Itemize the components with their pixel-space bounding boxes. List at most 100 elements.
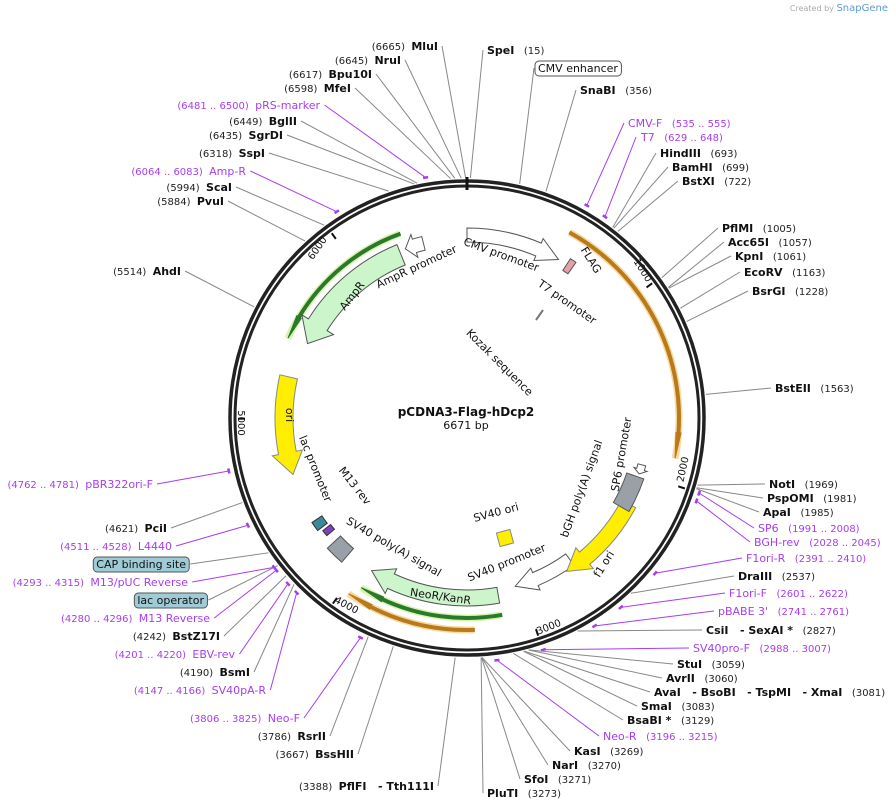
site-name: SV40pro-F [693, 642, 750, 655]
neokan-arrow[interactable] [370, 568, 501, 607]
enzyme-site-sfoi[interactable]: SfoI (3271) [524, 773, 591, 786]
enzyme-site-bsabi[interactable]: BsaBI * (3129) [627, 714, 714, 727]
primer-sv40pa-r[interactable]: (4147 .. 4166) SV40pA-R [134, 684, 267, 697]
enzyme-site-smai[interactable]: SmaI (3083) [641, 700, 715, 713]
enzyme-site-mfei[interactable]: (6598) MfeI [284, 82, 351, 95]
f1-ori-arrow[interactable] [565, 499, 637, 573]
enzyme-site-pflfi-tth111i[interactable]: (3388) PflFI - Tth111I [299, 780, 434, 793]
ori-arrow[interactable] [271, 374, 304, 476]
site-label: PflMI (1005) [722, 222, 796, 235]
enzyme-site-nrui[interactable]: (6645) NruI [335, 54, 401, 67]
enzyme-site-scai[interactable]: (5994) ScaI [166, 181, 232, 194]
primer-pbabe-3[interactable]: pBABE 3' (2741 .. 2761) [718, 605, 849, 618]
enzyme-site-bamhi[interactable]: BamHI (699) [672, 161, 749, 174]
primer-cmv-f[interactable]: CMV-F (535 .. 555) [628, 117, 731, 130]
primer-t7[interactable]: T7 (629 .. 648) [640, 131, 723, 144]
primer-mark [293, 590, 300, 596]
ampr-highlight [284, 230, 402, 340]
primer-f1ori-r[interactable]: F1ori-R (2391 .. 2410) [746, 552, 866, 565]
site-name: RsrII [297, 730, 326, 743]
ampr-green-line[interactable] [287, 231, 402, 339]
primer-prs-marker[interactable]: (6481 .. 6500) pRS-marker [177, 99, 320, 112]
primer-sp6[interactable]: SP6 (1991 .. 2008) [758, 522, 860, 535]
lac-promoter-box[interactable] [311, 515, 328, 532]
site-label: (6617) Bpu10I [289, 68, 372, 81]
enzyme-site-sgrdi[interactable]: (6435) SgrDI [209, 129, 283, 142]
enzyme-site-apai[interactable]: ApaI (1985) [763, 506, 834, 519]
bgh-polya-box[interactable] [612, 472, 645, 513]
enzyme-site-nari[interactable]: NarI (3270) [552, 759, 621, 772]
enzyme-site-noti[interactable]: NotI (1969) [769, 478, 838, 491]
primer-sv40pro-f[interactable]: SV40pro-F (2988 .. 3007) [693, 642, 831, 655]
site-position: (3060) [695, 674, 738, 685]
site-position: (4293 .. 4315) [13, 578, 91, 589]
sv40-ori-box[interactable] [495, 528, 515, 548]
enzyme-site-kpni[interactable]: KpnI (1061) [735, 250, 806, 263]
enzyme-site-bsshii[interactable]: (3667) BssHII [276, 748, 354, 761]
enzyme-site-sspi[interactable]: (6318) SspI [199, 147, 265, 160]
enzyme-site-pspomi[interactable]: PspOMI (1981) [767, 492, 857, 505]
leader-line [586, 122, 625, 206]
feature-label: bGH poly(A) signal [558, 438, 605, 539]
primer-pbr322ori-f[interactable]: (4762 .. 4781) pBR322ori-F [7, 478, 153, 491]
enzyme-site-avai-bsobi-tspmi-xmai[interactable]: AvaI - BsoBI - TspMI - XmaI (3081) [654, 686, 885, 699]
enzyme-site-bsrgi[interactable]: BsrGI (1228) [752, 285, 828, 298]
enzyme-site-acc65i[interactable]: Acc65I (1057) [728, 236, 812, 249]
site-position: (2028 .. 2045) [800, 538, 881, 549]
site-position: (1005) [753, 224, 796, 235]
neokan-green-line[interactable] [360, 587, 503, 620]
feature-cap-binding-site[interactable]: CAP binding site [92, 556, 190, 573]
enzyme-site-snabi[interactable]: SnaBI (356) [580, 84, 652, 97]
m13-rev-box[interactable] [322, 523, 336, 537]
primer-neo-r[interactable]: Neo-R (3196 .. 3215) [603, 730, 718, 743]
enzyme-site-mlui[interactable]: (6665) MluI [372, 40, 438, 53]
primer-neo-f[interactable]: (3806 .. 3825) Neo-F [190, 712, 300, 725]
enzyme-site-rsrii[interactable]: (3786) RsrII [258, 730, 326, 743]
enzyme-site-pluti[interactable]: PluTI (3273) [487, 787, 561, 800]
enzyme-site-ahdi[interactable]: (5514) AhdI [113, 265, 181, 278]
primer-f1ori-f[interactable]: F1ori-F (2601 .. 2622) [729, 587, 848, 600]
cmv-promoter-arrow[interactable] [466, 227, 560, 262]
ampr-promoter-arrow[interactable] [404, 232, 426, 259]
site-position: (3806 .. 3825) [190, 714, 268, 725]
ampr-arrow[interactable] [301, 243, 406, 345]
enzyme-site-avrii[interactable]: AvrII (3060) [666, 672, 738, 685]
enzyme-site-bpu10i[interactable]: (6617) Bpu10I [289, 68, 372, 81]
enzyme-site-bsmi[interactable]: (4190) BsmI [180, 666, 250, 679]
enzyme-site-pcii[interactable]: (4621) PciI [105, 522, 167, 535]
sp6-promoter-arrow[interactable] [632, 463, 649, 475]
primer-mark [583, 203, 590, 208]
enzyme-site-ecorv[interactable]: EcoRV (1163) [744, 266, 825, 279]
neo-orange-arrow[interactable] [348, 593, 475, 632]
enzyme-site-stui[interactable]: StuI (3059) [677, 658, 745, 671]
site-label: pBABE 3' (2741 .. 2761) [718, 605, 849, 618]
enzyme-site-bglii[interactable]: (6449) BglII [229, 115, 297, 128]
orf-arrow-top[interactable] [568, 230, 682, 459]
enzyme-site-draiii[interactable]: DraIII (2537) [738, 570, 815, 583]
enzyme-site-csii-sexai[interactable]: CsiI - SexAI * (2827) [706, 624, 836, 637]
site-position: (5884) [157, 197, 197, 208]
primer-m13-reverse[interactable]: (4280 .. 4296) M13 Reverse [61, 612, 210, 625]
primer-ebv-rev[interactable]: (4201 .. 4220) EBV-rev [115, 648, 236, 661]
primer-amp-r[interactable]: (6064 .. 6083) Amp-R [131, 165, 246, 178]
feature-lac-operator[interactable]: lac operator [133, 592, 208, 609]
primer-m13-puc-reverse[interactable]: (4293 .. 4315) M13/pUC Reverse [13, 576, 189, 589]
enzyme-site-bstz17i[interactable]: (4242) BstZ17I [133, 630, 220, 643]
enzyme-site-bsteii[interactable]: BstEII (1563) [775, 382, 854, 395]
enzyme-site-hindiii[interactable]: HindIII (693) [660, 147, 737, 160]
flag-box[interactable] [562, 257, 577, 275]
leader-line [519, 67, 535, 184]
enzyme-site-kasi[interactable]: KasI (3269) [574, 745, 643, 758]
enzyme-site-spei[interactable]: SpeI (15) [487, 44, 545, 57]
enzyme-site-pvui[interactable]: (5884) PvuI [157, 195, 224, 208]
sv40-polya-box[interactable] [326, 535, 355, 563]
enzyme-site-pflmi[interactable]: PflMI (1005) [722, 222, 796, 235]
leader-line [227, 200, 306, 242]
primer-l4440[interactable]: (4511 .. 4528) L4440 [60, 540, 172, 553]
leader-line [630, 575, 735, 594]
primer-bgh-rev[interactable]: BGH-rev (2028 .. 2045) [754, 536, 881, 549]
feature-cmv-enhancer[interactable]: CMV enhancer [534, 60, 622, 77]
enzyme-site-bstxi[interactable]: BstXI (722) [682, 175, 751, 188]
sv40-promoter-arrow[interactable] [514, 553, 575, 591]
